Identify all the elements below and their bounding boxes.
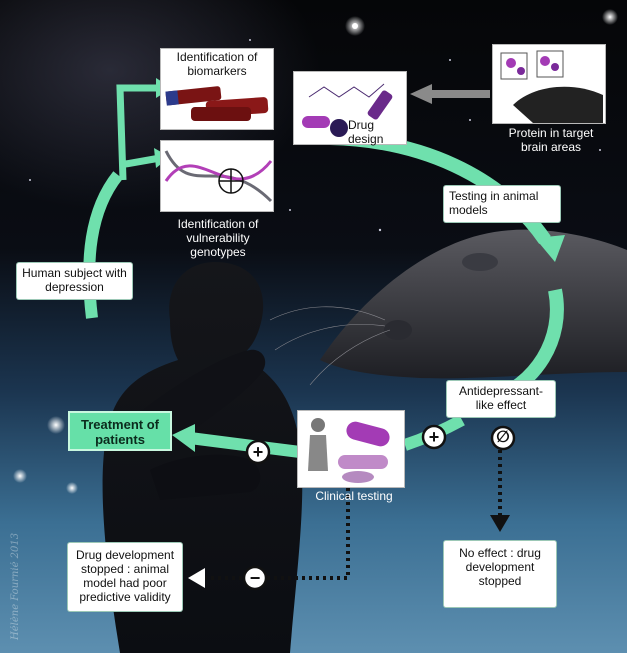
- protein-label: Protein in target brain areas: [508, 126, 594, 154]
- minus-symbol: [242, 565, 268, 591]
- null-glyph: ∅: [496, 429, 510, 446]
- drug-design-label: Drug design: [348, 118, 384, 146]
- dna-helix-image: [160, 140, 274, 212]
- treatment-box: Treatment of patients: [68, 411, 172, 451]
- drug-molecule-image: [293, 71, 407, 145]
- human-subject-box: Human subject with depression: [17, 263, 132, 299]
- clinical-testing-image: [297, 410, 405, 488]
- artist-signature: Hélène Fournié 2013: [10, 532, 21, 640]
- clinical-testing-label: Clinical testing: [315, 489, 393, 503]
- failure-path-arrows: [200, 450, 502, 580]
- plus-symbol-left: [245, 439, 271, 465]
- plus-symbol-right: [421, 424, 447, 450]
- minus-glyph: −: [249, 568, 261, 588]
- vulnerability-label: Identification of vulnerability genotype…: [177, 217, 259, 259]
- biomarker-tubes-image: [160, 48, 274, 130]
- animal-testing-box: Testing in animal models: [444, 186, 560, 222]
- plus-glyph-right: +: [428, 427, 440, 447]
- development-stopped-box: Drug development stopped : animal model …: [68, 543, 182, 611]
- plus-glyph-left: +: [252, 442, 264, 462]
- antidepressant-box: Antidepressant-like effect: [447, 381, 555, 417]
- no-effect-box: No effect : drug development stopped: [444, 541, 556, 607]
- animal-model-illustration: [269, 229, 627, 386]
- biomarkers-label: Identification of biomarkers: [176, 50, 258, 78]
- null-symbol: [490, 425, 516, 451]
- protein-brain-image: [492, 44, 606, 124]
